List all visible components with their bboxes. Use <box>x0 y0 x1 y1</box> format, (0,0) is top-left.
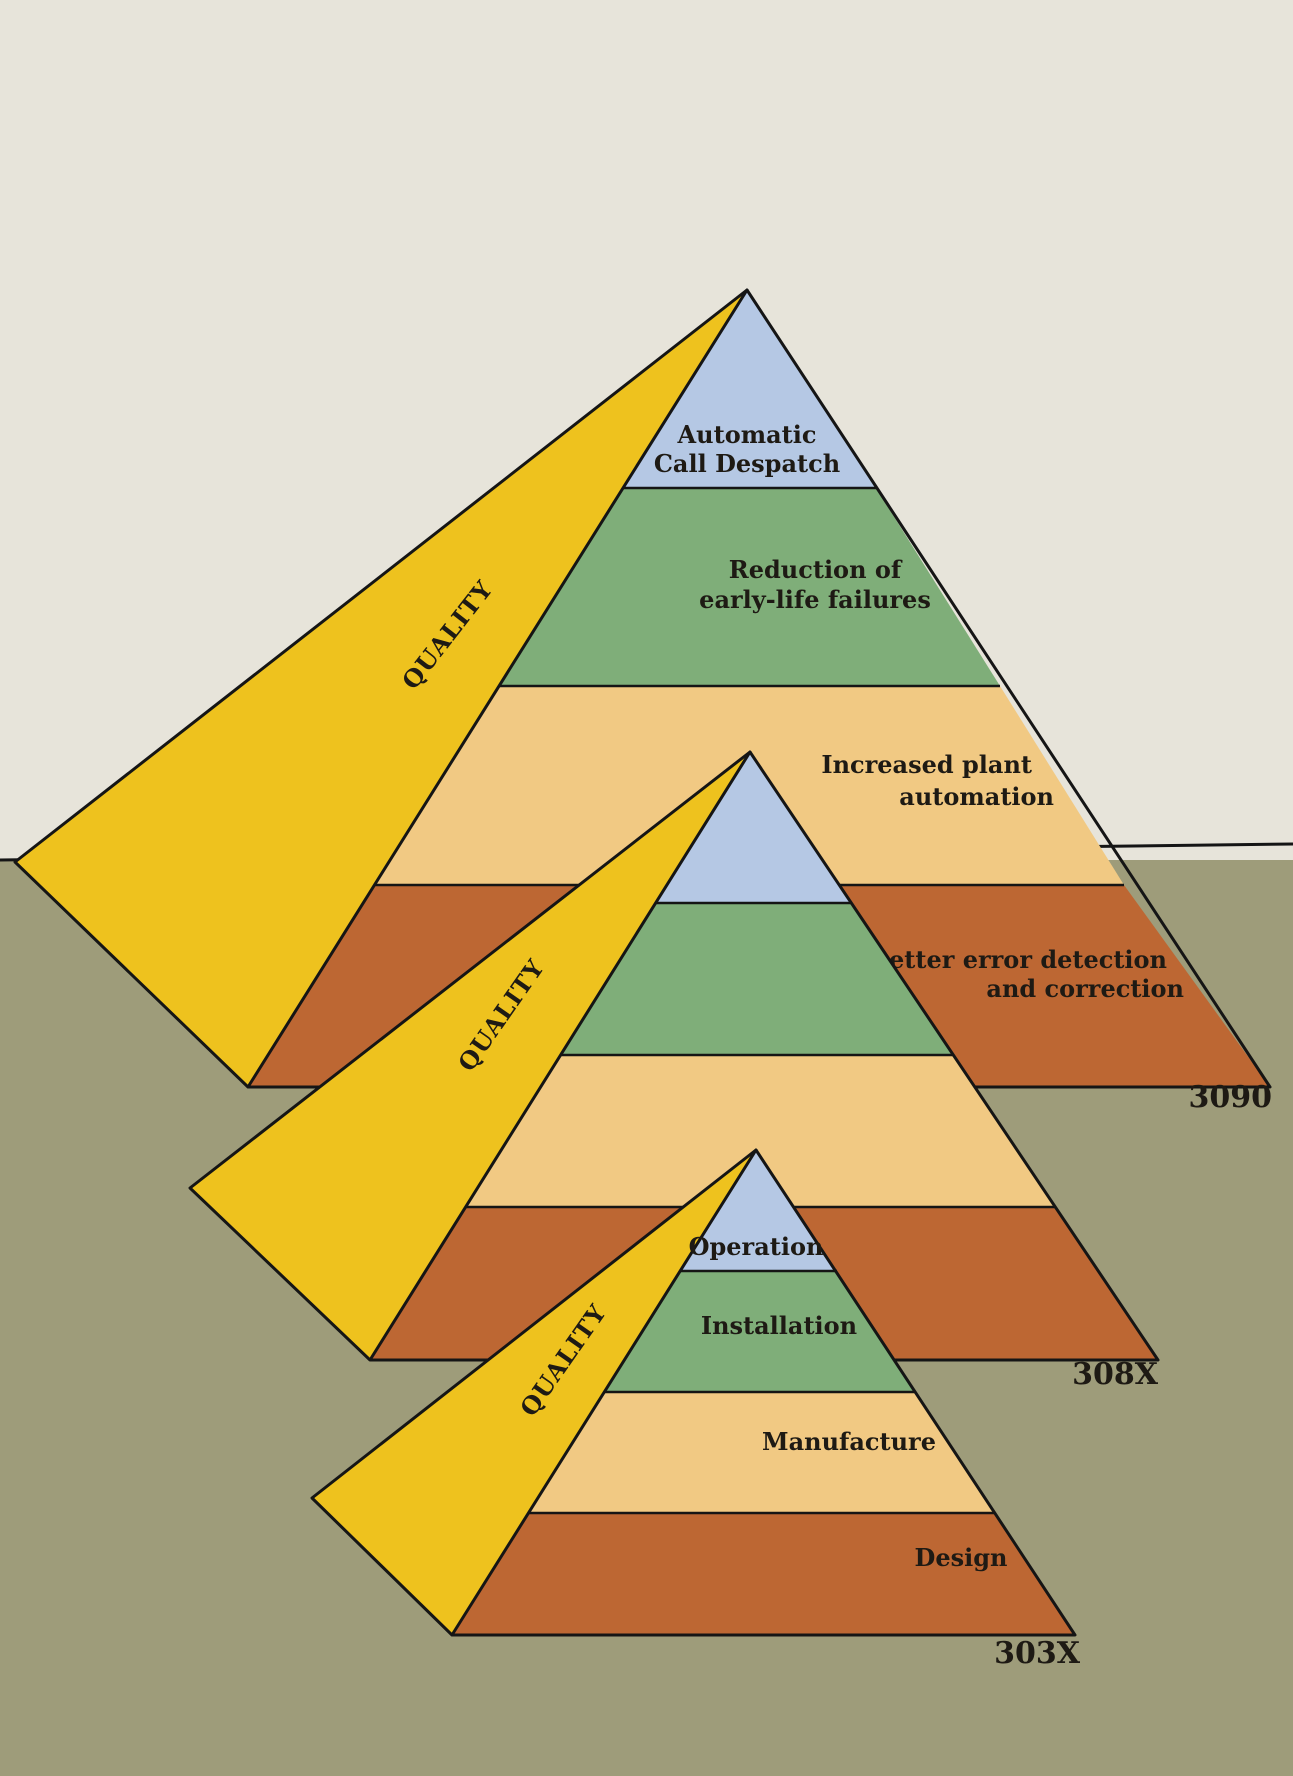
front-outline-303X <box>450 1148 1077 1637</box>
tier-303X-2 <box>604 1271 916 1392</box>
tier-label-3090-4-line-2: and correction <box>986 974 1184 1003</box>
tier-308X-1 <box>655 752 852 903</box>
tier-label-3090-2-line-2: early-life failures <box>699 585 931 614</box>
model-label-3090: 3090 <box>1189 1080 1273 1115</box>
tier-label-303X-4: Design <box>915 1543 1008 1572</box>
tier-label-3090-3-line-2: automation <box>899 782 1054 811</box>
tier-label-303X-3: Manufacture <box>762 1427 936 1456</box>
tier-label-3090-1-line-2: Call Despatch <box>654 449 840 478</box>
tier-label-3090-4-line-1: Better error detection <box>869 945 1167 974</box>
tier-3090-1 <box>623 290 876 488</box>
model-label-303X: 303X <box>994 1636 1081 1671</box>
tier-308X-3 <box>466 1055 1055 1207</box>
tier-3090-2 <box>499 488 1000 686</box>
pyramid-303X: QUALITY Operation Installation Manufactu… <box>310 1148 1081 1671</box>
tier-303X-3 <box>528 1392 995 1513</box>
tier-303X-1 <box>680 1150 837 1271</box>
tier-label-3090-3-line-1: Increased plant <box>821 750 1032 779</box>
tier-label-303X-2: Installation <box>701 1311 857 1340</box>
tier-label-3090-1-line-1: Automatic <box>677 420 817 449</box>
tier-label-303X-1: Operation <box>689 1232 824 1261</box>
tier-308X-2 <box>561 903 954 1055</box>
tier-label-3090-2-line-1: Reduction of <box>729 555 903 584</box>
model-label-308X: 308X <box>1072 1357 1159 1392</box>
tier-303X-4 <box>452 1513 1075 1635</box>
